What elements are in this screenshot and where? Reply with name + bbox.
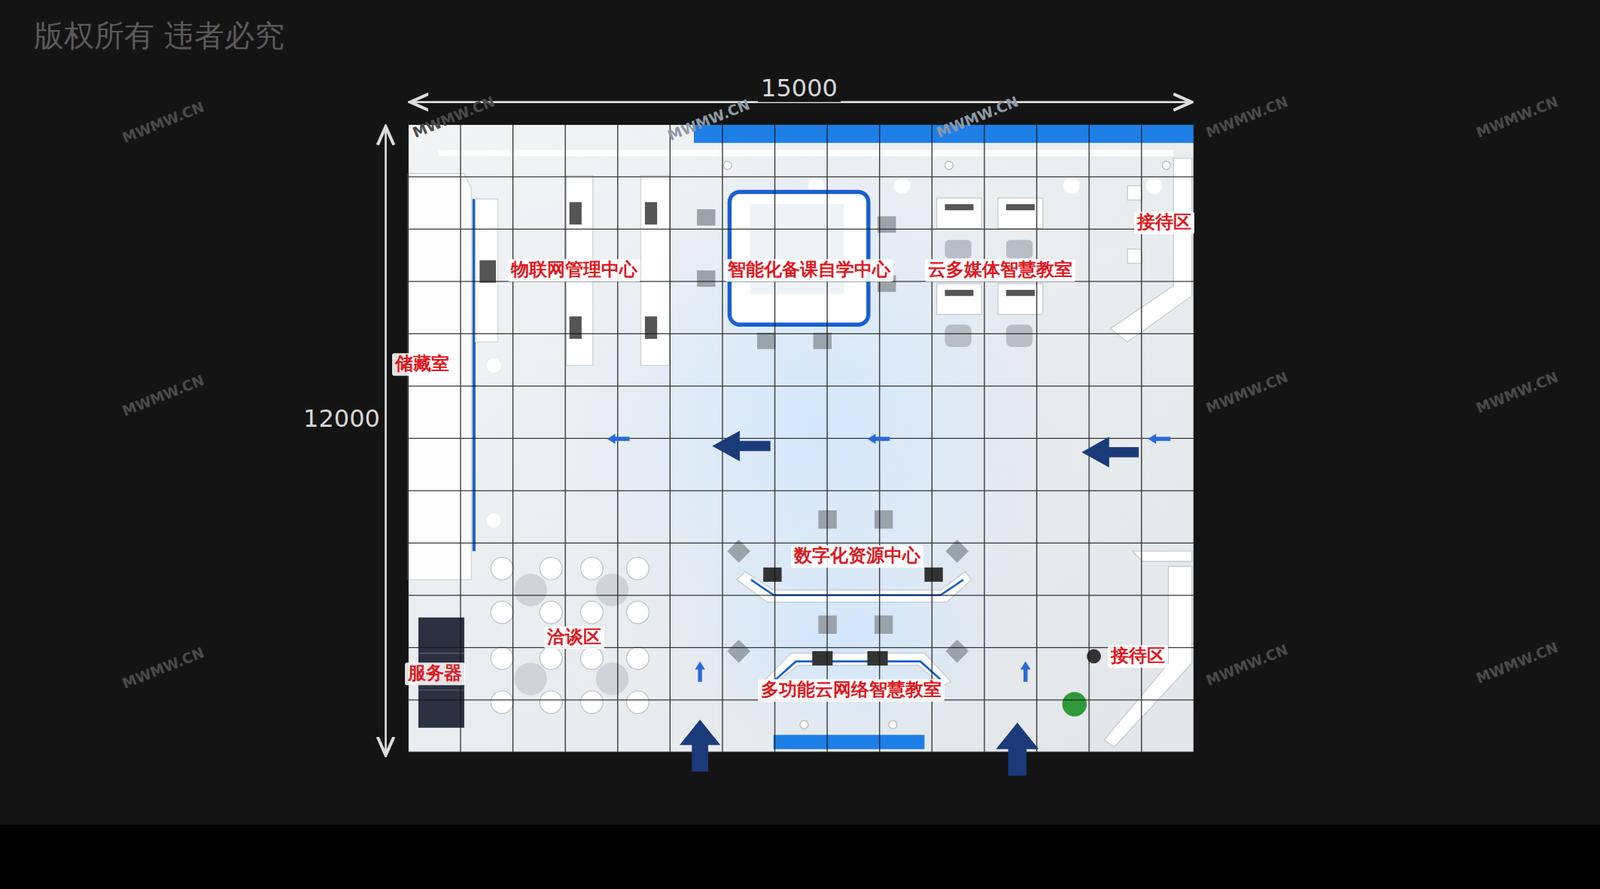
watermark: MWMW.CN (1473, 638, 1561, 687)
dimension-label: 12000 (300, 404, 384, 433)
grid-line (407, 228, 1194, 230)
zone-label: 接待区 (1134, 211, 1195, 235)
grid-line (407, 647, 1194, 648)
grid-line (407, 594, 1194, 596)
watermark: MWMW.CN (119, 98, 207, 147)
zone-label: 储藏室 (392, 352, 453, 376)
dimension-label: 15000 (757, 74, 841, 103)
zone-label: 多功能云网络智慧教室 (757, 678, 945, 702)
grid-line (407, 438, 1194, 439)
watermark: MWMW.CN (119, 644, 207, 692)
zone-label: 洽谈区 (544, 626, 605, 649)
watermark: MWMW.CN (1203, 641, 1290, 689)
watermark: MWMW.CN (1473, 368, 1561, 417)
zone-label: 数字化资源中心 (790, 544, 924, 568)
zone-label: 接待区 (1107, 644, 1169, 668)
grid-line (407, 333, 1194, 335)
grid-line (407, 542, 1194, 544)
grid-line (407, 385, 1194, 387)
copyright-note: 版权所有 违者必究 (33, 18, 285, 53)
grid-line (407, 751, 1194, 753)
zone-label: 物联网管理中心 (507, 258, 641, 282)
grid-line (407, 176, 1194, 177)
zone-label: 服务器 (404, 662, 466, 685)
zone-label: 云多媒体智慧教室 (924, 258, 1076, 282)
watermark: MWMW.CN (1203, 93, 1290, 141)
watermark: MWMW.CN (119, 371, 207, 420)
watermark: MWMW.CN (1473, 93, 1561, 141)
zone-label: 智能化备课自学中心 (724, 258, 894, 282)
grid-line (407, 124, 1194, 125)
watermark: MWMW.CN (1203, 368, 1290, 417)
grid-line (407, 489, 1194, 491)
